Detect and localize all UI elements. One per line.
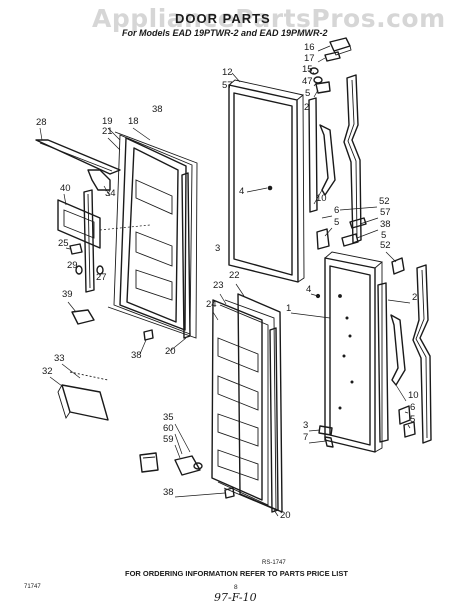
callout-c38-bottom: 38 [163, 487, 174, 498]
callout-c15: 15 [302, 64, 313, 75]
callout-c18: 18 [128, 116, 139, 127]
page-number: 8 [234, 584, 238, 591]
callout-c7: 7 [303, 432, 308, 443]
mid-screw [139, 329, 154, 355]
callout-c27: 27 [96, 272, 107, 283]
callout-c1: 1 [286, 303, 291, 314]
callout-c52-b: 52 [380, 240, 391, 251]
top-hinge-hardware [309, 37, 352, 98]
callout-c34: 34 [105, 188, 116, 199]
callout-c5-right: 5 [381, 230, 386, 241]
callout-c17: 17 [304, 53, 315, 64]
callout-c2-lower: 2 [412, 292, 417, 303]
ordering-note: FOR ORDERING INFORMATION REFER TO PARTS … [125, 569, 348, 578]
callout-c57-right: 57 [380, 207, 391, 218]
ice-basket [49, 363, 109, 421]
callout-c4-lower: 4 [306, 284, 311, 295]
callout-c22: 22 [229, 270, 240, 281]
callout-c38-mid: 38 [131, 350, 142, 361]
watermark: AppliancePartsPros.com [92, 4, 446, 33]
callout-c10-lower: 10 [408, 390, 419, 401]
callout-c59: 59 [163, 434, 174, 445]
callout-c32: 32 [42, 366, 53, 377]
callout-c29: 29 [67, 260, 78, 271]
callout-c12: 12 [222, 67, 233, 78]
callout-c52-a: 52 [379, 196, 390, 207]
callout-c33: 33 [54, 353, 65, 364]
callout-c4-upper: 4 [239, 186, 244, 197]
callout-c20-bottom: 20 [280, 510, 291, 521]
callout-c20-mid: 20 [165, 346, 176, 357]
callout-c25: 25 [58, 238, 69, 249]
lower-accessory-parts [139, 423, 235, 499]
callout-c38-right: 38 [380, 219, 391, 230]
fresh-food-door-panel [290, 251, 383, 453]
drawing-reference: RS-1747 [262, 560, 286, 566]
callout-c60: 60 [163, 423, 174, 434]
callout-c39: 39 [62, 289, 73, 300]
callout-c5-lower: 5 [410, 414, 415, 425]
callout-c24: 24 [206, 299, 217, 310]
upper-handle-trim [343, 74, 362, 244]
serial-number: 71747 [24, 584, 41, 590]
upper-hinge-strip [308, 97, 336, 250]
callout-c3-lower: 3 [303, 420, 308, 431]
callout-c10-upper: 10 [316, 193, 327, 204]
handwritten-note: 97-F-10 [214, 591, 257, 604]
callout-c16: 16 [304, 42, 315, 53]
callout-c2-top: 2 [304, 102, 309, 113]
callout-c23: 23 [213, 280, 224, 291]
right-hinge-hardware [339, 206, 405, 275]
diagram-title: DOOR PARTS [175, 11, 271, 26]
left-accessory-parts [35, 127, 151, 325]
callout-c35: 35 [163, 412, 174, 423]
callout-c38-top: 38 [152, 104, 163, 115]
callout-c47: 47 [302, 76, 313, 87]
callout-c40: 40 [60, 183, 71, 194]
freezer-door-panel [228, 72, 305, 283]
freezer-door-liner [107, 127, 198, 352]
fresh-food-liner [211, 283, 283, 517]
callout-c28: 28 [36, 117, 47, 128]
callout-c3-upper: 3 [215, 243, 220, 254]
callout-c6-lower: 6 [410, 402, 415, 413]
lower-screws [308, 425, 334, 448]
callout-c5-mid: 5 [334, 217, 339, 228]
model-subtitle: For Models EAD 19PTWR-2 and EAD 19PMWR-2 [122, 28, 328, 38]
callout-c21: 21 [102, 126, 113, 137]
lower-hinge-strip [377, 264, 432, 444]
callout-c5-top: 5 [305, 88, 310, 99]
callout-c6-upper: 6 [334, 205, 339, 216]
callout-c57-top: 57 [222, 80, 233, 91]
callout-c19: 19 [102, 116, 113, 127]
